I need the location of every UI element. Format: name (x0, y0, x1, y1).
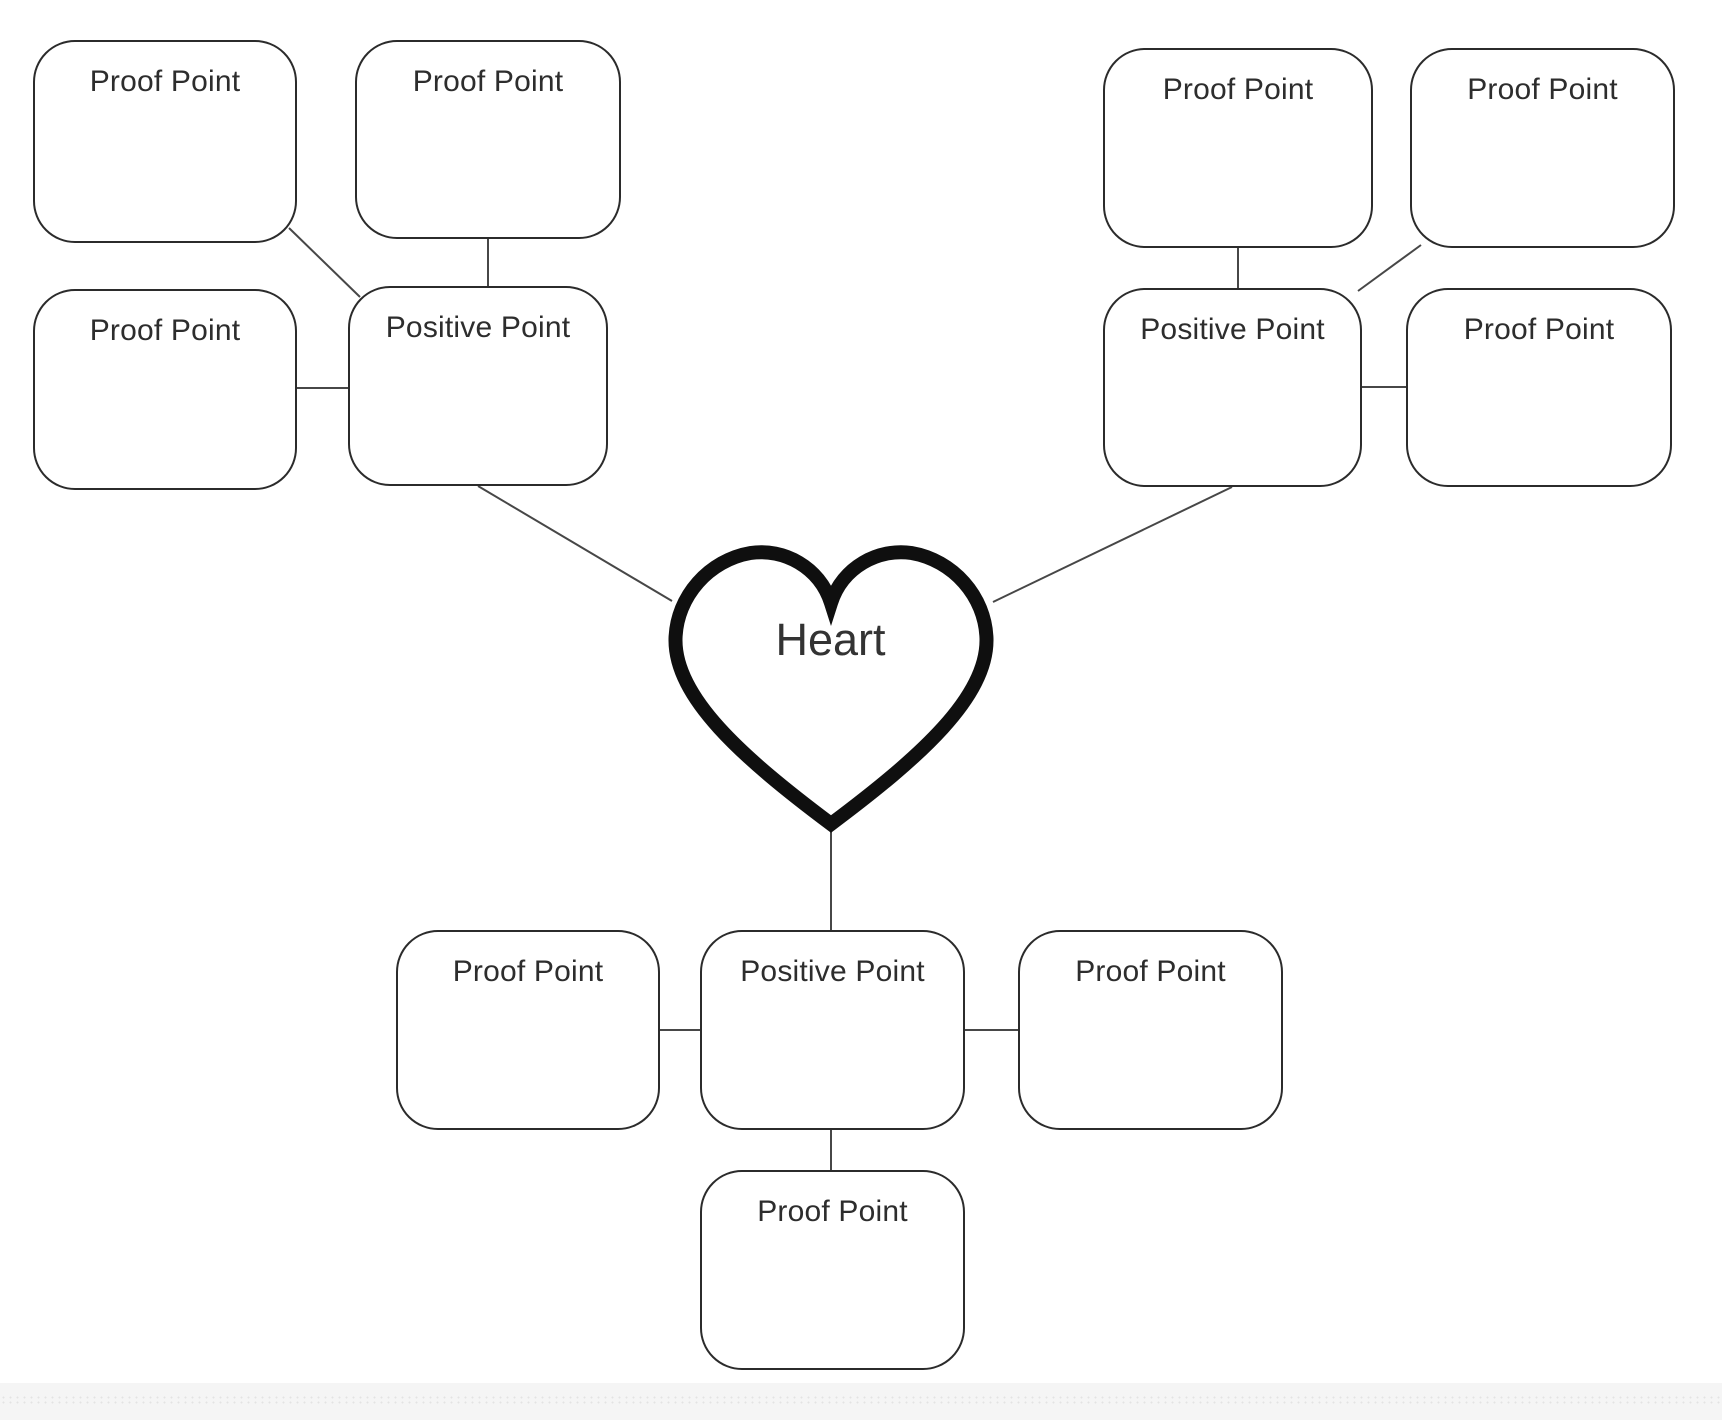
positive-point-box[interactable]: Positive Point (700, 930, 965, 1130)
proof-point-label: Proof Point (89, 65, 241, 98)
positive-point-label: Positive Point (385, 311, 571, 344)
positive-point-label: Positive Point (740, 955, 925, 988)
proof-point-box[interactable]: Proof Point (1018, 930, 1283, 1130)
proof-point-label: Proof Point (1467, 73, 1618, 106)
proof-point-label: Proof Point (89, 314, 241, 347)
heart-node-label: Heart (775, 614, 886, 665)
proof-point-box[interactable]: Proof Point (396, 930, 660, 1130)
proof-point-label: Proof Point (1463, 313, 1615, 346)
connector-line (288, 227, 361, 298)
proof-point-box[interactable]: Proof Point (355, 40, 621, 239)
proof-point-label: Proof Point (757, 1195, 908, 1228)
proof-point-box[interactable]: Proof Point (33, 289, 297, 490)
positive-point-box[interactable]: Positive Point (348, 286, 608, 486)
positive-point-box[interactable]: Positive Point (1103, 288, 1362, 487)
positive-point-label: Positive Point (1140, 313, 1325, 346)
proof-point-box[interactable]: Proof Point (1410, 48, 1675, 248)
canvas-footer-band (0, 1383, 1722, 1420)
connector-line (1357, 244, 1422, 292)
proof-point-label: Proof Point (1075, 955, 1226, 988)
connector-line (477, 485, 673, 602)
proof-point-label: Proof Point (452, 955, 604, 988)
proof-point-label: Proof Point (1162, 73, 1314, 106)
proof-point-label: Proof Point (412, 65, 564, 98)
proof-point-box[interactable]: Proof Point (1406, 288, 1672, 487)
proof-point-box[interactable]: Proof Point (700, 1170, 965, 1370)
proof-point-box[interactable]: Proof Point (1103, 48, 1373, 248)
proof-point-box[interactable]: Proof Point (33, 40, 297, 243)
dot-grid-pattern (0, 1395, 1722, 1405)
heart-shape[interactable] (668, 545, 994, 833)
connector-line (992, 486, 1233, 603)
